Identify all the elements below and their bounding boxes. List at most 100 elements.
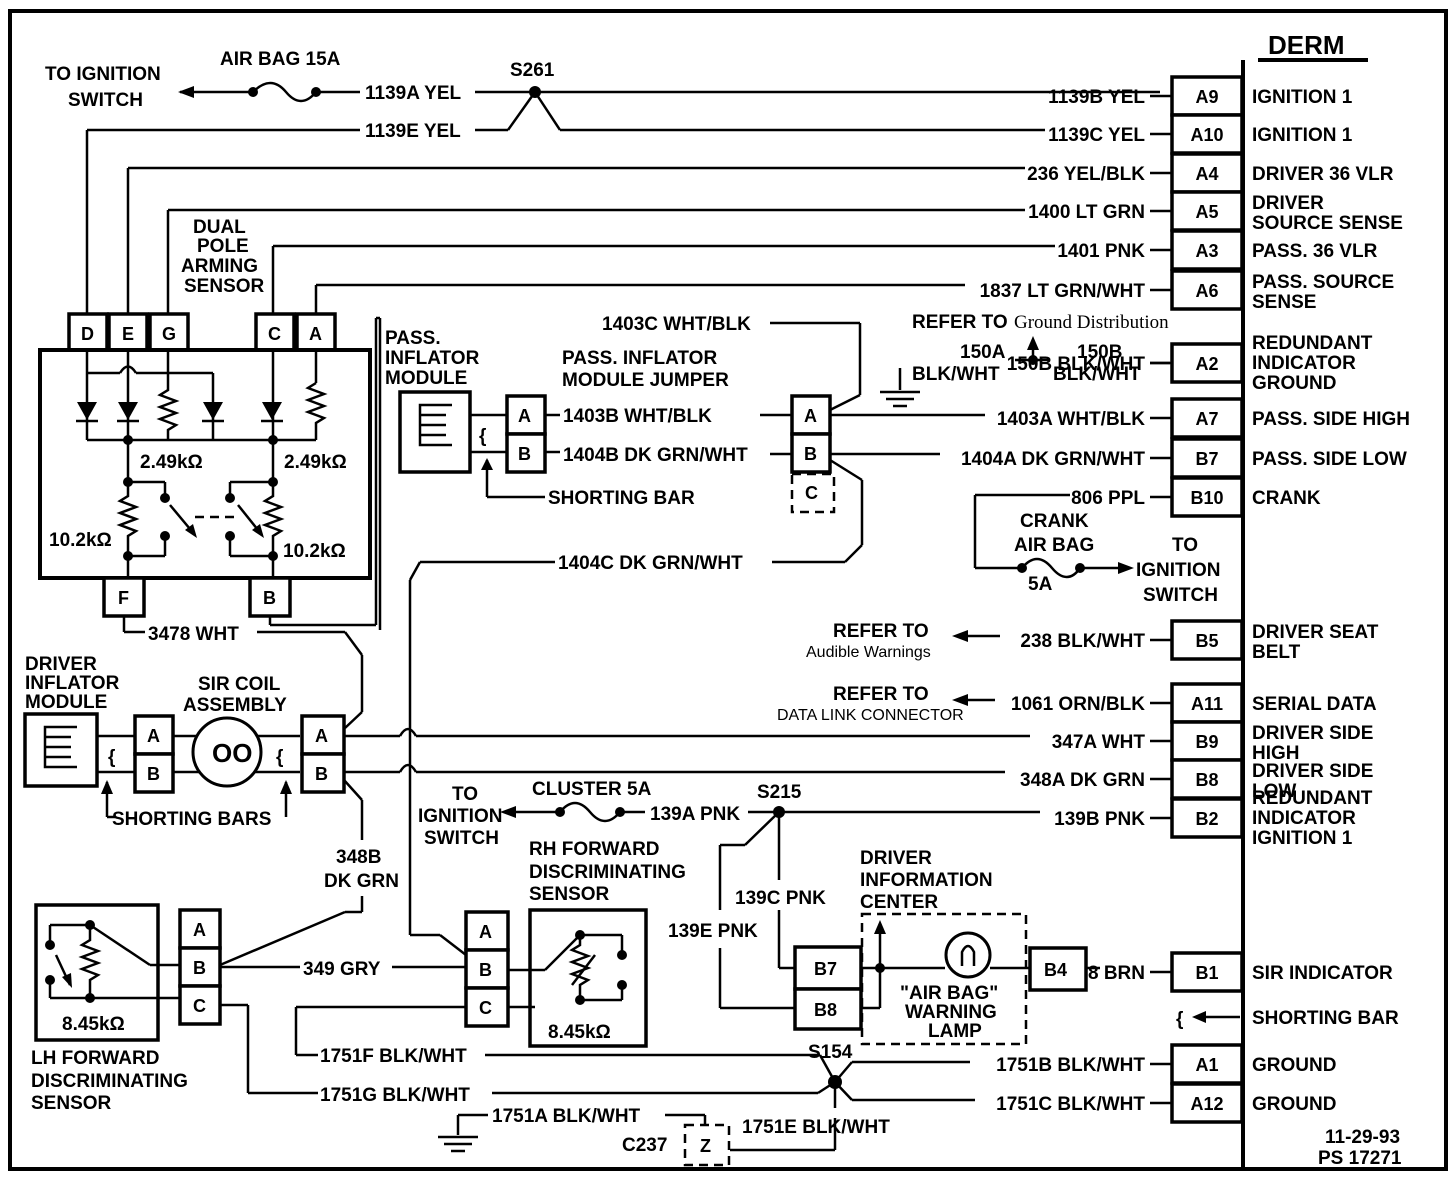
derm-pin-label: B9 [1195,732,1218,752]
airbag-fuse-label: AIR BAG 15A [220,49,341,70]
wire-1751f: 1751F BLK/WHT [320,1046,467,1067]
pass-jumper-title-2: MODULE JUMPER [562,370,729,391]
derm-pin-box [1170,758,1244,800]
derm-wire-label: 1837 LT GRN/WHT [980,281,1146,302]
wire-139c: 139C PNK [735,888,826,909]
driver-inflator-squib-icon [43,725,77,769]
connector-c237-box [683,1123,731,1167]
arming-pin-c: C [268,324,281,344]
rh-sensor-pin-b: B [479,960,492,980]
arming-title-4: SENSOR [184,276,265,297]
cluster-to-ignition-1: TO [452,784,478,805]
rh-sensor-title-2: DISCRIMINATING [529,862,686,883]
lh-sensor-pin-c: C [193,996,206,1016]
derm-pin-description: BELT [1252,642,1301,663]
derm-pin-description: PASS. SOURCE [1252,272,1394,293]
shorting-bars-arrow-right-icon [280,780,292,794]
derm-wire-label: 348A DK GRN [1020,770,1145,791]
derm-pin-description: GROUND [1252,1094,1336,1115]
derm-pin-description: HIGH [1252,743,1300,764]
arming-pin-g-box [148,312,190,352]
derm-wire-label: 238 BLK/WHT [1020,631,1145,652]
pass-shorting-brace: { [479,426,486,447]
sir-coil-title-1: SIR COIL [198,674,281,695]
to-ignition-arrow-icon [178,86,194,98]
derm-pin-description: IGNITION 1 [1252,828,1353,849]
pass-shorting-arrow-icon [481,458,493,470]
dic-pin-b4-box [1028,946,1088,992]
cluster-arrow-icon [500,806,516,818]
wire-150b-1: 150B [1077,342,1122,363]
splice-s215-label: S215 [757,782,802,803]
dic-title-1: DRIVER [860,848,932,869]
wire-349: 349 GRY [303,959,381,980]
top-to-ignition-line1: TO IGNITION [45,64,161,85]
derm-pin-box [1170,619,1244,661]
coil-pin-a: A [147,726,160,746]
arming-title-1: DUAL [193,217,246,238]
derm-pin-description: DRIVER 36 VLR [1252,164,1394,185]
lh-sensor-internals [45,920,180,1003]
derm-pin-label: A9 [1195,87,1218,107]
derm-pin-description: SERIAL DATA [1252,694,1377,715]
derm-pin-label: B5 [1195,631,1218,651]
derm-pin-description: PASS. 36 VLR [1252,241,1378,262]
rh-sensor-body [528,908,648,1048]
wire-1403b: 1403B WHT/BLK [563,406,712,427]
lh-sensor-pin-b: B [193,958,206,978]
sir-coil-title-2: ASSEMBLY [183,695,287,716]
rh-sensor-pin-c: C [479,998,492,1018]
derm-wire-label: 1404A DK GRN/WHT [961,449,1145,470]
driver-inflator-title-2: INFLATOR [25,673,120,694]
derm-wire-label: 1751C BLK/WHT [996,1094,1145,1115]
dic-pin-b7: B7 [814,959,837,979]
dlc-refer-to: REFER TO [833,684,929,705]
wire-1139e: 1139E YEL [365,121,461,142]
driver-shorting-brace-2: { [276,747,283,768]
derm-pin-box [1170,397,1244,439]
derm-pin-description: DRIVER SIDE [1252,723,1373,744]
derm-pin-label: A6 [1195,281,1218,301]
dic-pin-b8-box [793,987,863,1031]
driver-conn-pin-b: B [315,764,328,784]
derm-pin-description: SIR INDICATOR [1252,963,1393,984]
crank-fuse-1: CRANK [1020,511,1089,532]
derm-wire-label: 347A WHT [1052,732,1146,753]
pass-inflator-module [398,390,472,474]
wire-1751e: 1751E BLK/WHT [742,1117,890,1138]
connector-c237-pin: Z [700,1136,711,1156]
driver-inflator-title-1: DRIVER [25,654,97,675]
coil-pin-b: B [147,764,160,784]
derm-pin-label: B2 [1195,809,1218,829]
derm-pin-label: A11 [1191,694,1223,714]
diagram-frame [8,9,1448,1171]
derm-pin-label: A3 [1195,241,1218,261]
pass-shorting-bar-label: SHORTING BAR [548,488,695,509]
derm-pin-box [1170,75,1244,117]
shorting-bars-label: SHORTING BARS [112,809,271,830]
lh-sensor-title-2: DISCRIMINATING [31,1071,188,1092]
ground-distribution-ref: Ground Distribution [1014,312,1169,333]
wire-348b-1: 348B [336,847,381,868]
driver-shorting-brace-1: { [108,747,115,768]
derm-pin-box [1170,797,1244,839]
jumper-pin-b-box [790,432,832,474]
pass-module-pin-a: A [518,406,531,426]
wire-1139a: 1139A YEL [365,83,462,104]
arming-sensor-internals [76,350,328,583]
pass-inflator-title-3: MODULE [385,368,467,389]
ground-symbol-c237-icon [438,1135,478,1153]
derm-pin-description: IGNITION 1 [1252,87,1353,108]
derm-pin-label: B8 [1195,770,1218,790]
jumper-pin-a: A [804,406,817,426]
pass-module-pin-b-box [505,432,547,474]
wire-1751g: 1751G BLK/WHT [320,1085,470,1106]
crank-to-ignition-3: SWITCH [1143,585,1218,606]
driver-conn-pin-a: A [315,726,328,746]
